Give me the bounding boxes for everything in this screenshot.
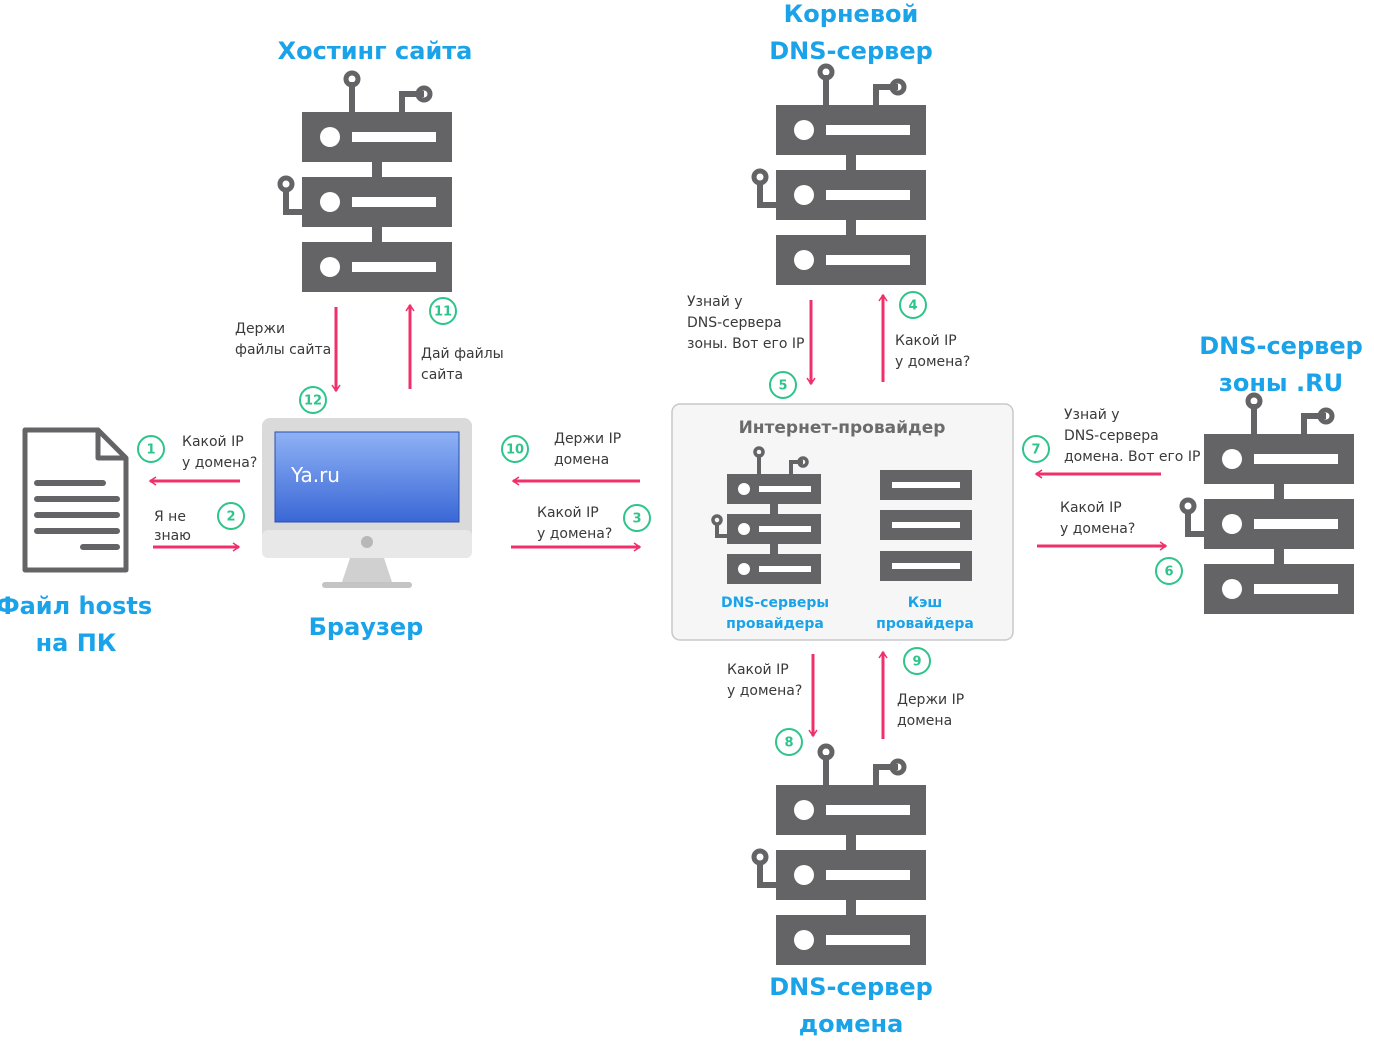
step-11-label-line1: Дай файлы [421, 346, 504, 362]
step-3-number: 3 [632, 512, 641, 527]
step-11-label-line2: сайта [421, 367, 463, 383]
root-dns-title-line2: DNS-сервер [769, 37, 933, 65]
step-10-circle [501, 435, 529, 463]
hosting-server-icon [280, 73, 452, 292]
isp-cache-label-line1: Кэш [908, 595, 943, 611]
arrows [148, 293, 1168, 739]
zone-dns-server-icon [1182, 395, 1354, 614]
step-5-number: 5 [778, 379, 787, 394]
step-12-circle [299, 386, 327, 414]
step-6-circle [1155, 557, 1183, 585]
step-12-label-line2: файлы сайта [235, 342, 331, 358]
step-3-circle [623, 504, 651, 532]
isp-title: Интернет-провайдер [739, 418, 946, 438]
cache-icon [880, 470, 972, 581]
step-7-label-line1: Узнай у [1064, 407, 1120, 423]
browser-title: Браузер [309, 613, 424, 641]
step-8-label-line2: у домена? [727, 683, 802, 699]
hosting-title: Хостинг сайта [278, 37, 473, 65]
step-6-label-line1: Какой IP [1060, 500, 1122, 516]
step-7-label-line3: домена. Вот его IP [1064, 449, 1200, 465]
step-5-circle [769, 371, 797, 399]
step-7-label-line2: DNS-сервера [1064, 428, 1159, 444]
step-1-number: 1 [146, 443, 155, 458]
step-4-label-line2: у домена? [895, 354, 970, 370]
step-9-label-line2: домена [897, 713, 952, 729]
step-5-label-line1: Узнай у [687, 294, 743, 310]
step-2-label-line2: знаю [154, 528, 191, 544]
step-1-circle [137, 435, 165, 463]
step-1-label-line2: у домена? [182, 455, 257, 471]
step-4-circle [899, 291, 927, 319]
hosts-file-title-line1: Файл hosts [0, 592, 152, 620]
step-7-circle [1022, 435, 1050, 463]
step-12-label-line1: Держи [235, 321, 285, 337]
step-6-number: 6 [1164, 565, 1173, 580]
root-dns-server-icon [754, 66, 926, 285]
step-7-number: 7 [1031, 443, 1040, 458]
domain-dns-title-line1: DNS-сервер [769, 973, 933, 1001]
monitor-icon [262, 418, 472, 588]
step-10-label-line1: Держи IP [554, 431, 621, 447]
step-9-circle [903, 647, 931, 675]
step-4-number: 4 [908, 299, 917, 314]
document-icon [22, 427, 129, 573]
step-3-label-line1: Какой IP [537, 505, 599, 521]
step-6-label-line2: у домена? [1060, 521, 1135, 537]
step-8-number: 8 [784, 736, 793, 751]
hosts-file-title-line2: на ПК [36, 629, 117, 657]
step-8-circle [775, 728, 803, 756]
step-9-number: 9 [912, 655, 921, 670]
step-1-label-line1: Какой IP [182, 434, 244, 450]
step-2-number: 2 [226, 510, 235, 525]
browser-address: Ya.ru [290, 463, 340, 487]
root-dns-title-line1: Корневой [784, 0, 919, 28]
step-8-label-line1: Какой IP [727, 662, 789, 678]
zone-dns-title-line2: зоны .RU [1219, 369, 1343, 397]
step-12-number: 12 [304, 394, 322, 409]
isp-dns-label-line2: провайдера [726, 616, 824, 632]
step-11-number: 11 [434, 305, 452, 320]
step-9-label-line1: Держи IP [897, 692, 964, 708]
zone-dns-title-line1: DNS-сервер [1199, 332, 1363, 360]
step-5-label-line3: зоны. Вот его IP [687, 336, 804, 352]
step-2-circle [217, 502, 245, 530]
domain-dns-title-line2: домена [799, 1010, 904, 1038]
step-10-number: 10 [506, 443, 524, 458]
domain-dns-server-icon [754, 746, 926, 965]
step-3-label-line2: у домена? [537, 526, 612, 542]
step-5-label-line2: DNS-сервера [687, 315, 782, 331]
step-4-label-line1: Какой IP [895, 333, 957, 349]
step-2-label-line1: Я не [154, 509, 186, 525]
isp-cache-label-line2: провайдера [876, 616, 974, 632]
step-10-label-line2: домена [554, 452, 609, 468]
step-11-circle [429, 297, 457, 325]
isp-dns-label-line1: DNS-серверы [721, 595, 829, 611]
